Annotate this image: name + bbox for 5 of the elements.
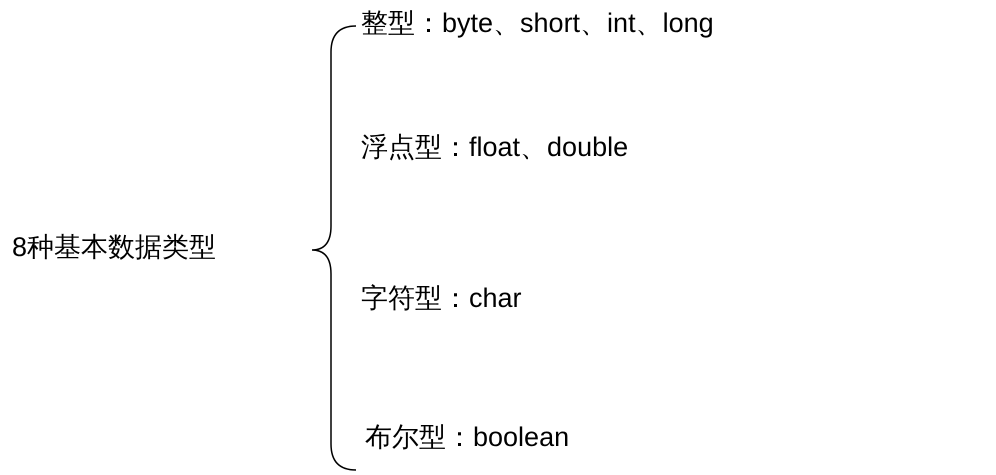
category-label: 8种基本数据类型 — [12, 231, 216, 263]
type-label: 布尔型：boolean — [365, 421, 570, 453]
type-label: 整型：byte、short、int、long — [361, 7, 714, 39]
type-label: 浮点型：float、double — [361, 131, 628, 163]
type-label: 字符型：char — [361, 282, 522, 314]
